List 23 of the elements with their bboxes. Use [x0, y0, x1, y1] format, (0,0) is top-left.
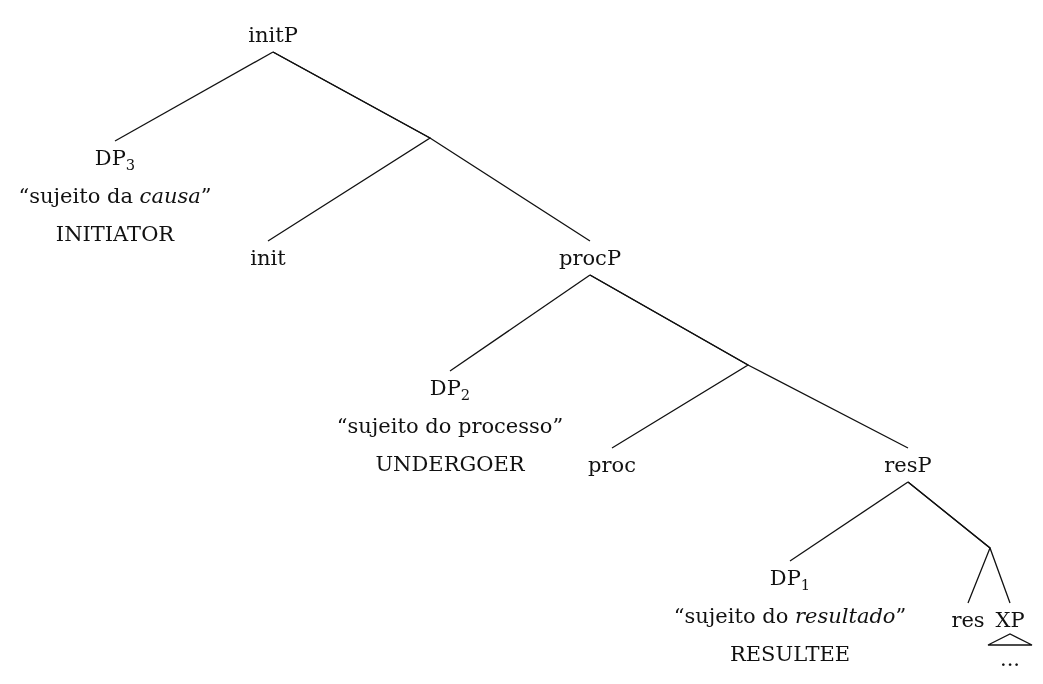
role-label: INITIATOR [54, 221, 176, 248]
tree-branch-line [114, 51, 274, 142]
tree-branch-line [589, 274, 909, 449]
node-label: init [250, 245, 286, 272]
node-label: DP$_{3}$ [93, 145, 137, 176]
tree-branch-line [449, 274, 591, 372]
node-label: DP$_{1}$ [768, 565, 812, 596]
node-label: proc [588, 452, 636, 479]
tree-branch-line [907, 481, 1011, 604]
node-label: resP [884, 452, 932, 479]
tree-branch-line [272, 51, 591, 242]
role-label: RESULTEE [728, 641, 852, 668]
tree-branch-line [789, 481, 909, 562]
node-label: DP$_{2}$ [428, 375, 472, 406]
node-label: procP [559, 245, 621, 272]
role-label: UNDERGOER [374, 451, 526, 478]
node-label: XP [995, 607, 1025, 634]
gloss-text: “sujeito da causa” [18, 183, 212, 210]
gloss-text: “sujeito do processo” [336, 413, 564, 440]
gloss-text: “sujeito do resultado” [673, 603, 907, 630]
node-label: initP [248, 22, 298, 49]
ellipsis-text: ... [999, 646, 1021, 672]
node-label: res [951, 607, 985, 634]
